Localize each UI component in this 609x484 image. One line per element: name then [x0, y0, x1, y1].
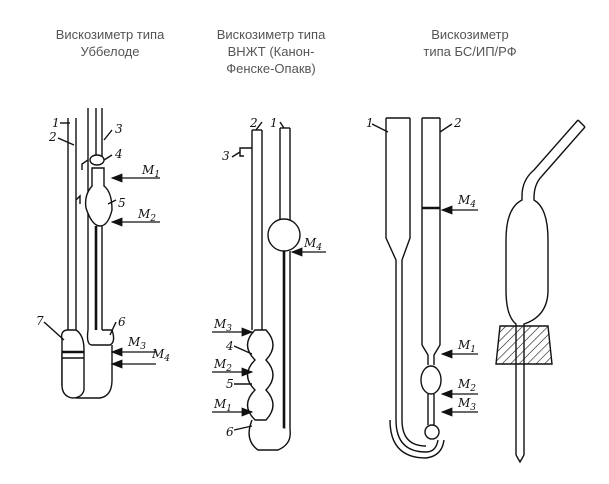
bent-tube-left	[505, 119, 579, 455]
vnzht-viscometer	[212, 121, 326, 451]
ubb-bulb-4	[89, 154, 105, 166]
ubbelohde-labels: 1 2 3 4 5 6 7 M1 M2 M3 M4	[36, 116, 170, 364]
bs-label-m2: M2	[457, 377, 476, 394]
vnzht-label-2: 2	[249, 116, 258, 130]
vnzht-upper-bulb	[267, 218, 301, 252]
vnzht-label-5: 5	[226, 377, 234, 391]
vnzht-reservoir-6	[248, 419, 291, 451]
bs-label-1: 1	[366, 116, 374, 130]
bs-label-m3: M3	[457, 396, 476, 413]
ubb-label-3: 3	[115, 122, 123, 136]
vnzht-label-4: 4	[225, 339, 234, 353]
vnzht-label-1: 1	[270, 116, 278, 130]
ubb-label-m1: M1	[141, 163, 160, 180]
caption-ubbelohde: Вискозиметр типа Уббелоде	[55, 27, 165, 59]
bs-label-m4: M4	[457, 193, 476, 210]
bent-tube-with-stopper	[495, 119, 586, 464]
vnzht-labels: 1 2 3 4 5 6 M4 M3 M2 M1	[213, 116, 322, 439]
ubb-label-m3: M3	[127, 335, 146, 352]
ubb-label-7: 7	[36, 314, 44, 328]
bs-measuring-bulb	[420, 365, 442, 395]
rubber-stopper	[495, 325, 553, 365]
bs-label-2: 2	[453, 116, 462, 130]
bs-label-m1: M1	[457, 338, 476, 355]
ubbelohde-viscometer	[43, 108, 160, 399]
ubb-label-5: 5	[118, 196, 126, 210]
ubb-label-4: 4	[114, 147, 123, 161]
ubb-label-m2: M2	[137, 207, 156, 224]
caption-vnzht: Вискозиметр типа ВНЖТ (Канон- Фенске-Опа…	[216, 27, 326, 76]
vnzht-label-m3: M3	[213, 317, 232, 334]
vnzht-label-6: 6	[226, 425, 234, 439]
bs-left-outer	[385, 118, 439, 453]
ubb-label-1: 1	[52, 116, 60, 130]
ubb-label-m4: M4	[151, 347, 170, 364]
ubb-bulb-5	[84, 167, 113, 227]
vnzht-bulbs-4-5	[246, 329, 274, 421]
bs-labels: 1 2 M4 M1 M2 M3	[366, 116, 476, 413]
ubb-label-6: 6	[118, 315, 126, 329]
vnzht-label-m2: M2	[213, 357, 232, 374]
bs-lower-bulb	[424, 424, 440, 440]
ubb-label-2: 2	[48, 130, 57, 144]
vnzht-label-m1: M1	[213, 397, 232, 414]
bs-u-tube-viscometer	[371, 117, 478, 459]
vnzht-label-m4: M4	[303, 236, 322, 253]
caption-bs: Вискозиметр типа БС/ИП/РФ	[423, 27, 517, 59]
vnzht-label-3: 3	[222, 149, 230, 163]
ubb-reservoir-7	[60, 329, 85, 399]
